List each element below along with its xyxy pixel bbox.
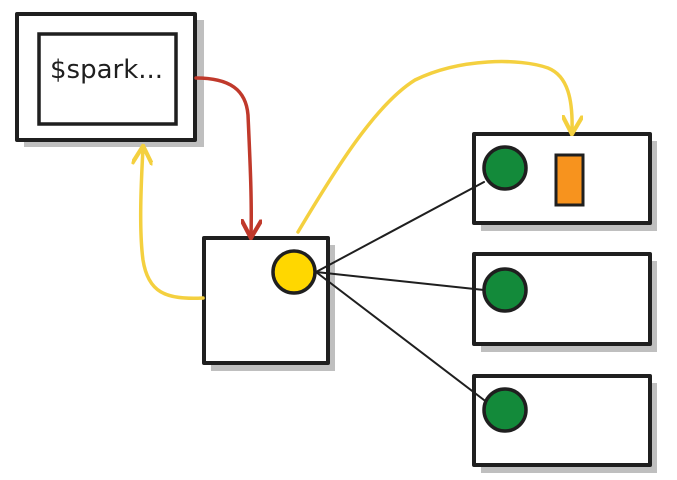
submit-arrow bbox=[194, 76, 251, 236]
link-driver-executor-2 bbox=[315, 271, 485, 291]
executor-1-node-icon bbox=[482, 145, 528, 191]
client-terminal: $spark... bbox=[15, 12, 204, 147]
dispatch-arrow bbox=[296, 59, 572, 234]
executor-3-node-icon bbox=[482, 387, 528, 433]
executor-2-node-icon bbox=[482, 267, 528, 313]
task-block-icon bbox=[554, 153, 585, 207]
driver-node-icon bbox=[271, 249, 317, 295]
link-driver-executor-3 bbox=[315, 271, 485, 401]
link-driver-executor-1 bbox=[315, 181, 485, 273]
driver bbox=[202, 236, 335, 371]
result-arrow bbox=[141, 148, 205, 301]
terminal-screen bbox=[37, 32, 178, 126]
terminal-prompt: $spark... bbox=[50, 55, 163, 85]
